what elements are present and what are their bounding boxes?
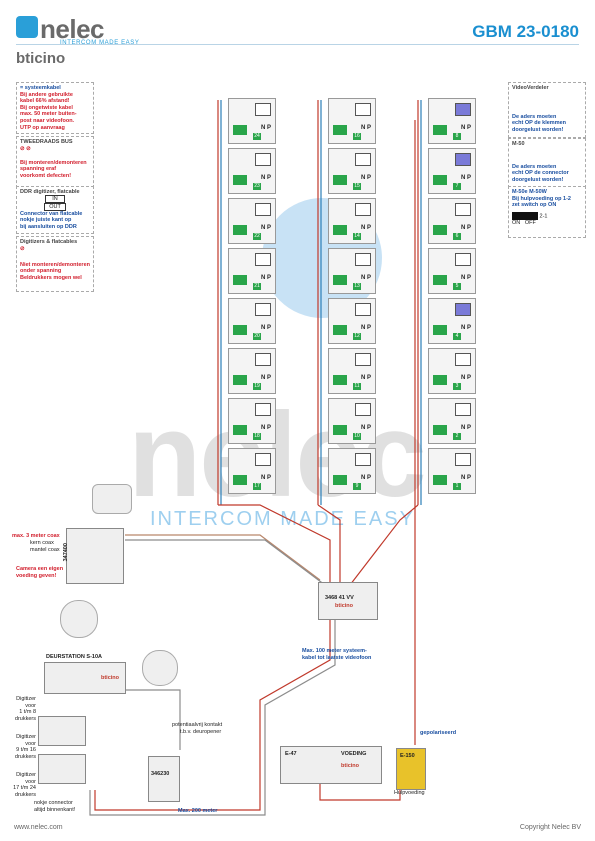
connector-detail-icon — [92, 484, 132, 514]
note-cable: = systeemkabel Bij andere gebruikte kabe… — [16, 82, 94, 135]
door-station[interactable]: bticino — [44, 662, 126, 694]
document-id: GBM 23-0180 — [472, 22, 579, 41]
digitizer-1[interactable] — [38, 716, 86, 746]
watermark-tagline: INTERCOM MADE EASY — [150, 508, 415, 530]
aux-power-supply[interactable]: E-150 — [396, 748, 426, 790]
note-m50: M-50 De aders moeten echt OP de connecto… — [508, 138, 586, 188]
aux-power-caption: Hulpvoeding — [394, 790, 425, 796]
max-distance-note: Max. 200 meter — [178, 808, 218, 814]
no-power-icon: ⊘ ⊘ — [20, 145, 31, 152]
note-videoverdeler: VideoVerdeler De aders moeten echt OP de… — [508, 82, 586, 138]
brand-name: nelec — [40, 14, 105, 44]
camera-adapter[interactable]: 347400 — [63, 528, 124, 584]
dip-switch-icon — [512, 211, 538, 220]
door-station-title: DEURSTATION S-10A — [46, 654, 103, 660]
connector-note: nokje connector — [34, 800, 73, 806]
relay-detail-icon — [142, 650, 178, 686]
relay-module[interactable]: 346230 — [148, 756, 180, 802]
footer-website[interactable]: www.nelec.com — [14, 824, 63, 831]
note-digitizers: Digitizers & flatcables ⊘ Niet monteren/… — [16, 236, 94, 292]
footer-copyright: Copyright Nelec BV — [519, 824, 581, 831]
digitizer-2[interactable] — [38, 754, 86, 784]
terminal-block — [233, 125, 247, 135]
no-power-icon: ⊘ — [20, 245, 25, 252]
brand-tagline: INTERCOM MADE EASY — [60, 40, 140, 46]
nelec-logo-icon — [16, 16, 38, 38]
relay-note: potentiaalvrij kontakt — [172, 722, 223, 728]
coax-note: max. 3 meter coax — [12, 533, 60, 539]
power-supply[interactable]: E-47 VOEDING bticino — [280, 746, 382, 784]
note-switch: M-50e M-50W Bij hulpvoeding op 1-2 zet s… — [508, 186, 586, 238]
watermark-text: nelec — [128, 388, 427, 522]
bticino-logo: bticino — [16, 50, 66, 67]
display-detail-icon — [60, 600, 98, 638]
polarized-note: gepolariseerd — [420, 730, 457, 736]
header-divider — [16, 44, 579, 45]
video-distributor[interactable]: 3468 41 VV bticino — [318, 582, 378, 620]
camera-power-note: Camera een eigen — [16, 566, 64, 572]
note-ddr: DDR digitizer, flatcable IN OUT Connecto… — [16, 186, 94, 234]
note-bus: TWEEDRAADS BUS ⊘ ⊘ Bij monteren/demonter… — [16, 136, 94, 188]
distance-note: Max. 100 meter systeem- — [302, 648, 367, 654]
